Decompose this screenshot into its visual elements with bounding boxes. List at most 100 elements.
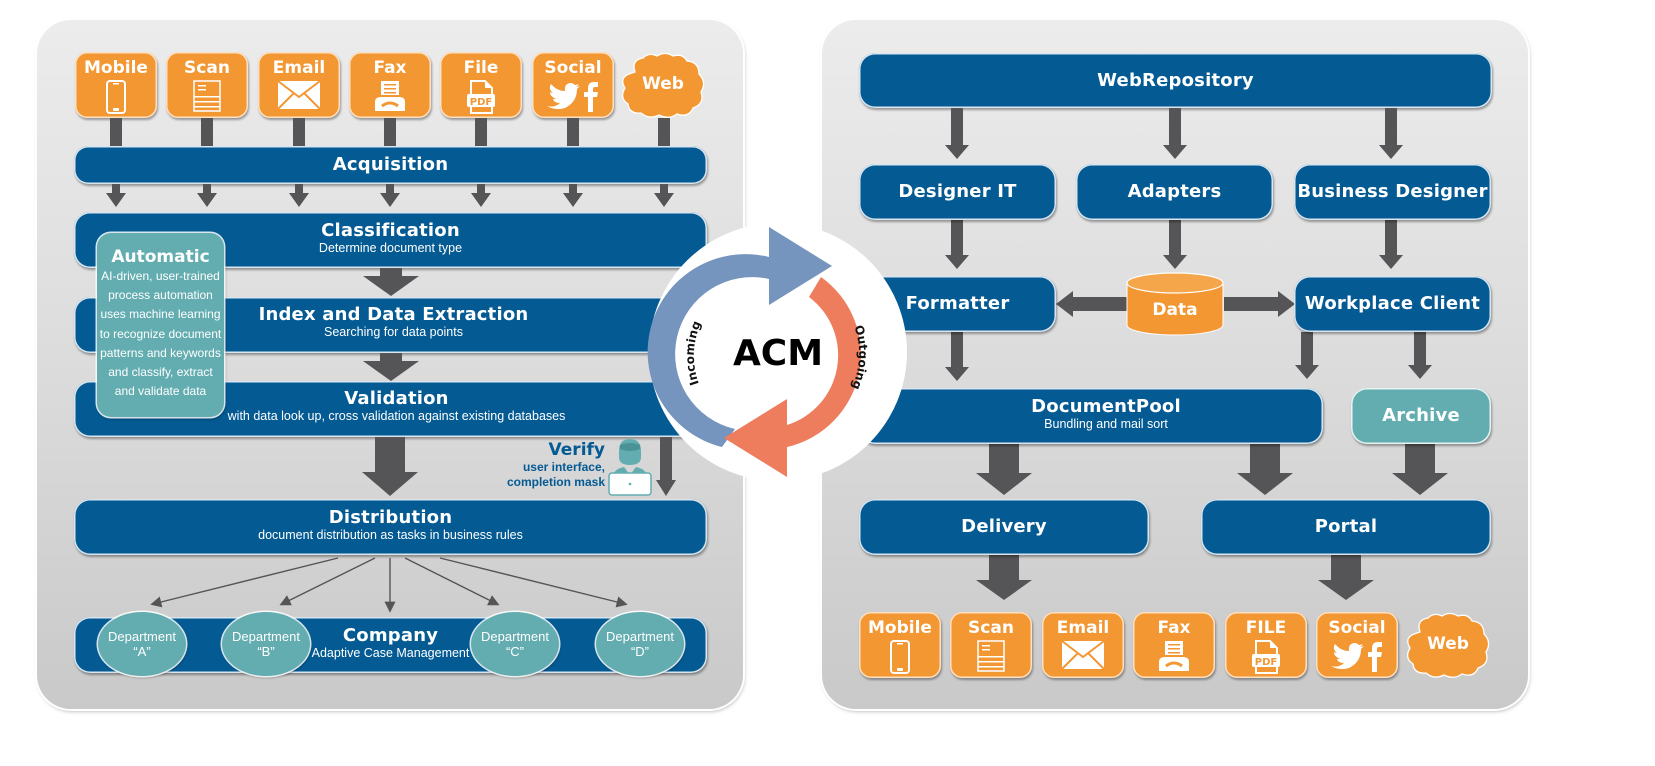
arrow-head [106, 193, 126, 207]
adapters-box: Adapters [1076, 164, 1273, 220]
acquisition-title: Acquisition [332, 154, 449, 175]
workplace-client-title: Workplace Client [1304, 293, 1481, 314]
arrow-shaft [1169, 108, 1181, 146]
arrow-shaft [660, 184, 668, 194]
arrow-head [1318, 580, 1374, 600]
arrow-shaft [295, 184, 303, 194]
designer-it-box: Designer IT [859, 164, 1056, 220]
arrow-head [1237, 473, 1293, 495]
arrow-head [976, 473, 1032, 495]
arrow-shaft [380, 268, 402, 278]
designer-it-title: Designer IT [898, 181, 1017, 202]
arrow-head [197, 193, 217, 207]
distribution-arrows [150, 557, 628, 613]
arrow-shaft [1385, 220, 1397, 256]
channel-label: Web [1427, 634, 1469, 654]
automatic-title: Automatic [111, 247, 210, 267]
channel-label: FILE [1245, 618, 1287, 638]
mobile-phone-icon [106, 80, 126, 114]
arrow-shaft [1169, 220, 1181, 256]
arrow-shaft [477, 184, 485, 194]
source-scan: Scan [166, 52, 248, 118]
acquisition-bar: Acquisition [74, 146, 707, 184]
validation-subtitle: with data look up, cross validation agai… [227, 409, 566, 423]
scanned-document-icon [193, 80, 221, 112]
incoming-arrow [647, 227, 832, 447]
arrow-shaft [569, 184, 577, 194]
workplace-client-box: Workplace Client [1294, 276, 1491, 332]
automatic-line: patterns and keywords [100, 345, 221, 360]
department-letter: “D” [630, 644, 650, 659]
distribution-title: Distribution [328, 507, 453, 528]
verify-title: Verify [548, 440, 605, 460]
department-letter: “B” [257, 644, 275, 659]
verify-line: completion mask [506, 475, 605, 489]
automatic-line: to recognize document [99, 326, 222, 341]
channel-label: Social [1328, 618, 1386, 638]
arrow-head [1392, 473, 1448, 495]
arrow-shaft [951, 108, 963, 146]
arrow-shaft [989, 555, 1019, 581]
distribution-subtitle: document distribution as tasks in busine… [258, 528, 523, 542]
arrow-head [563, 193, 583, 207]
twitter-facebook-icon [547, 82, 598, 112]
cloud-icon [1406, 612, 1490, 678]
arrow-to-department-d [439, 557, 628, 608]
arrow-shaft [1331, 555, 1361, 581]
archive-title: Archive [1382, 405, 1460, 426]
web-repository-title: WebRepository [1097, 69, 1254, 91]
scanned-document-icon [977, 640, 1005, 672]
arrow-shaft [1405, 444, 1435, 474]
arrow-head [1295, 365, 1319, 379]
data-store: Data [1126, 272, 1224, 336]
twitter-facebook-icon [1331, 642, 1382, 672]
verify-arrow-shaft [660, 437, 672, 481]
company-subtitle: Adaptive Case Management [311, 646, 470, 660]
channel-label: Mobile [84, 58, 148, 78]
channel-label: Mobile [868, 618, 932, 638]
delivery-title: Delivery [961, 516, 1047, 537]
connector-stem [658, 118, 670, 146]
arrow-shaft [951, 220, 963, 256]
arrow-head [362, 472, 418, 496]
automatic-callout: Automatic AI-driven, user-trained proces… [97, 233, 224, 417]
output-scan: Scan [950, 612, 1032, 678]
business-designer-title: Business Designer [1297, 181, 1488, 202]
arrow-shaft [989, 444, 1019, 474]
department-label: Department [232, 629, 300, 644]
arrow-shaft [112, 184, 120, 194]
portal-title: Portal [1314, 516, 1378, 537]
source-fax: Fax [349, 52, 431, 118]
arrow-shaft [1072, 297, 1127, 311]
archive-box: Archive [1351, 388, 1491, 444]
arrow-to-department-b [279, 557, 376, 606]
automatic-line: AI-driven, user-trained [101, 269, 220, 283]
channel-label: Social [544, 58, 602, 78]
output-fax: Fax [1133, 612, 1215, 678]
verify-callout: Verify user interface, completion mask [505, 440, 605, 490]
envelope-icon [277, 80, 321, 110]
validation-title: Validation [344, 388, 449, 409]
acm-cycle: Incoming Outgoing ACM [647, 223, 907, 481]
arrow-shaft [1385, 108, 1397, 146]
adapters-title: Adapters [1127, 181, 1222, 202]
arrow-head [1163, 145, 1187, 159]
verify-line: user interface, [522, 460, 605, 474]
index-extraction-subtitle: Searching for data points [324, 325, 463, 339]
arrow-head [654, 193, 674, 207]
document-pool-bar: DocumentPool Bundling and mail sort [859, 388, 1323, 444]
arrow-head [1379, 255, 1403, 269]
automatic-line: and classify, extract [108, 365, 213, 380]
department-label: Department [606, 629, 674, 644]
arrow-head-right [1278, 291, 1295, 317]
mobile-phone-icon [890, 640, 910, 674]
arrow-to-department-a [150, 557, 339, 608]
arrow-shaft [1301, 332, 1313, 366]
classification-title: Classification [321, 220, 460, 241]
connector-stem [567, 118, 579, 146]
user-laptop-icon [608, 439, 652, 496]
arrow-shaft [203, 184, 211, 194]
source-web: Web [621, 52, 705, 118]
connector-stem [201, 118, 213, 146]
